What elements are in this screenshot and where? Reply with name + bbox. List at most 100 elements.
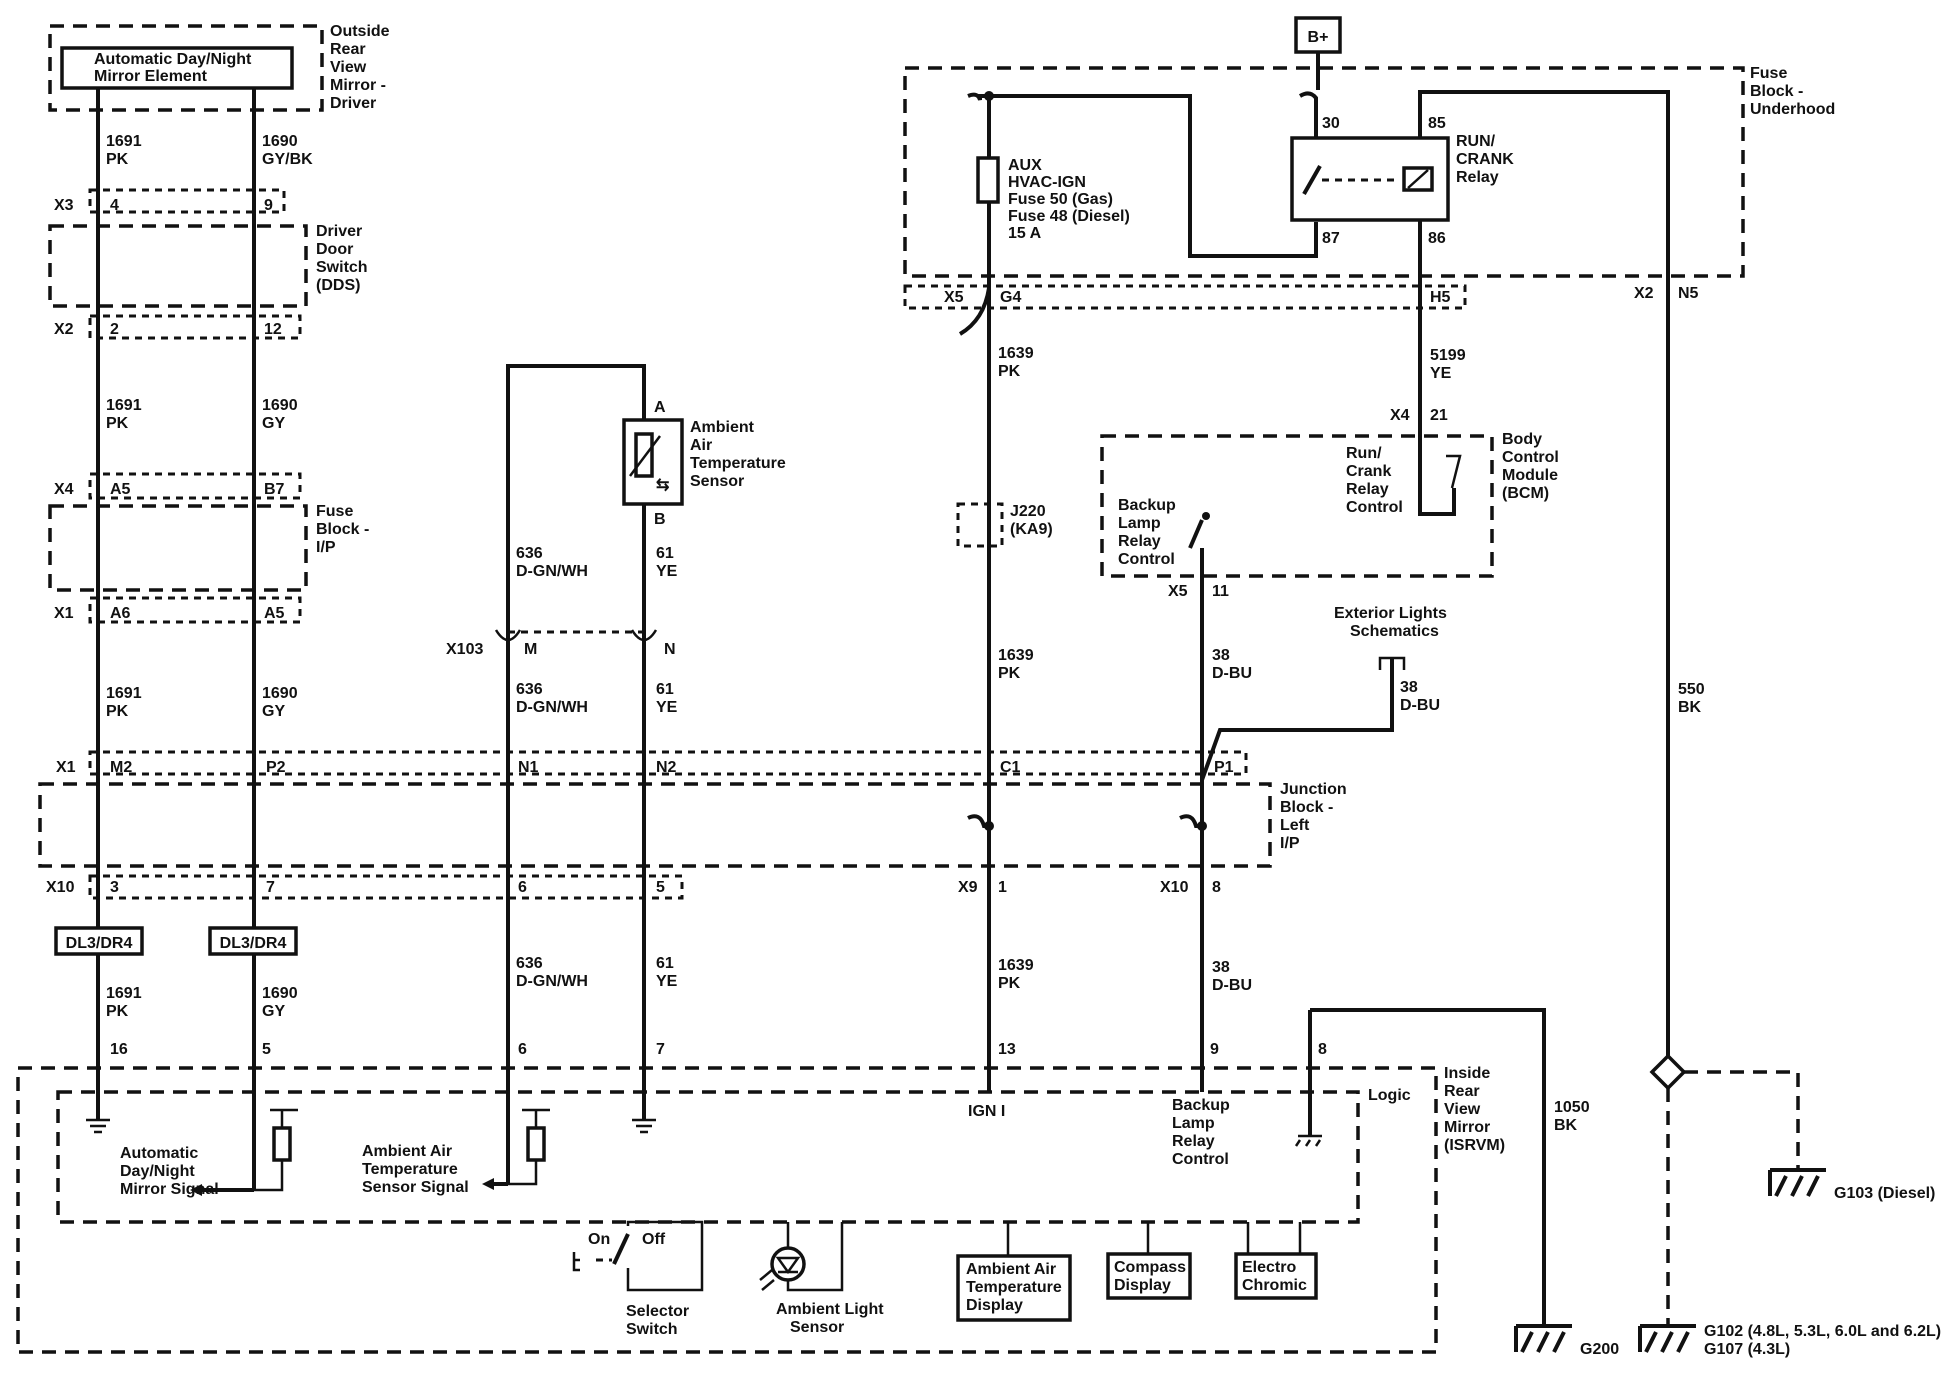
- svg-text:11: 11: [1212, 583, 1229, 600]
- svg-text:X3: X3: [54, 197, 74, 214]
- svg-text:X4: X4: [1390, 407, 1410, 424]
- svg-text:X9: X9: [958, 879, 978, 896]
- relay-pin-87: 87: [1322, 230, 1340, 247]
- pullup-resistor-icon: [272, 1126, 292, 1162]
- svg-text:Body Control Modul: Body Control Module (BCM): [1502, 431, 1563, 502]
- ground-g102-g107: G102 (4.8L, 5.3L, 6.0L and 6.2L)G107 (4.…: [1638, 1323, 1941, 1358]
- fuse-block-ip: Fuse Block - I/P: [48, 503, 374, 592]
- svg-text:X10: X10: [1160, 879, 1189, 896]
- connector-x3: X3 4 9: [54, 188, 286, 214]
- svg-text:DL3/DR4: DL3/DR4: [220, 935, 287, 952]
- svg-text:5: 5: [262, 1041, 271, 1058]
- svg-text:3: 3: [110, 879, 119, 896]
- mirror-element-box: [60, 46, 294, 90]
- svg-text:N2: N2: [656, 759, 677, 776]
- svg-text:C1: C1: [1000, 759, 1021, 776]
- svg-text:M: M: [524, 641, 537, 658]
- svg-text:X103: X103: [446, 641, 483, 658]
- svg-text:A6: A6: [110, 605, 131, 622]
- svg-text:X5: X5: [944, 289, 964, 306]
- power-source-b-plus: B+: [1294, 16, 1342, 90]
- svg-text:IGN I: IGN I: [968, 1103, 1005, 1120]
- ground-g200: G200: [1514, 1300, 1619, 1358]
- connector-x4: X4 A5 B7: [54, 472, 302, 500]
- svg-text:1: 1: [998, 879, 1007, 896]
- svg-text:9: 9: [264, 197, 273, 214]
- svg-text:X4: X4: [54, 481, 74, 498]
- svg-text:Backup Lamp Relay: Backup Lamp Relay Control: [1172, 1097, 1234, 1168]
- connector-x1: X1 A6 A5: [54, 596, 302, 624]
- junction-block-left-ip: X1 M2 P2 N1 N2 C1 P1 Junction Block - Le…: [38, 750, 1347, 900]
- svg-text:Ambient Air Temper: Ambient Air Temperature Sensor: [690, 419, 790, 490]
- svg-text:6: 6: [518, 1041, 527, 1058]
- fuse-block-underhood: Fuse Block - Underhood AUX HVAC-IGN Fuse…: [903, 65, 1835, 1072]
- svg-text:G4: G4: [1000, 289, 1021, 306]
- outside-mirror-driver: Automatic Day/Night Mirror Element Outsi…: [48, 23, 394, 112]
- svg-text:N5: N5: [1678, 285, 1699, 302]
- mirror-element-label: Automatic Day/Night Mirror Element: [94, 51, 256, 85]
- outside-mirror-label: Outside Rear View Mirror - Driver: [330, 23, 394, 112]
- svg-text:P1: P1: [1214, 759, 1234, 776]
- relay-pin-85: 85: [1428, 115, 1446, 132]
- svg-text:Automatic Day/Night: Automatic Day/Night Mirror Signal: [120, 1145, 219, 1198]
- svg-text:A5: A5: [264, 605, 285, 622]
- pullup-resistor-icon: [526, 1126, 546, 1162]
- compass-display: [1106, 1252, 1192, 1300]
- svg-text:H5: H5: [1430, 289, 1451, 306]
- svg-text:DL3/DR4: DL3/DR4: [66, 935, 133, 952]
- svg-text:N1: N1: [518, 759, 539, 776]
- svg-text:G200: G200: [1580, 1341, 1619, 1358]
- svg-text:A: A: [654, 399, 666, 416]
- inside-rear-view-mirror: Inside Rear View Mirror (ISRVM) Logic 16…: [16, 1008, 1590, 1354]
- svg-text:On: On: [588, 1231, 610, 1248]
- relay-pin-86: 86: [1428, 230, 1446, 247]
- svg-text:7: 7: [266, 879, 275, 896]
- svg-text:M2: M2: [110, 759, 132, 776]
- svg-text:38D-BU: 38D-BU: [1212, 647, 1252, 682]
- svg-text:P2: P2: [266, 759, 286, 776]
- svg-text:X10: X10: [46, 879, 75, 896]
- svg-text:Fuse Block - I/P: Fuse Block - I/P: [316, 503, 374, 556]
- ambient-temperature-display: [956, 1254, 1072, 1322]
- svg-text:5: 5: [656, 879, 665, 896]
- svg-text:G102 (4.8L, 5.3L, 6.0L and 6.2: G102 (4.8L, 5.3L, 6.0L and 6.2L)G107 (4.…: [1704, 1323, 1941, 1358]
- svg-text:X1: X1: [54, 605, 74, 622]
- svg-text:7: 7: [656, 1041, 665, 1058]
- svg-text:X1: X1: [56, 759, 76, 776]
- svg-text:38D-BU: 38D-BU: [1212, 959, 1252, 994]
- svg-text:21: 21: [1430, 407, 1448, 424]
- connector-x103: X103 M N: [446, 629, 676, 658]
- svg-text:Logic: Logic: [1368, 1087, 1411, 1104]
- svg-text:Ambient Air Temperature: Ambient Air Temperature Sensor Signal: [362, 1143, 469, 1196]
- connector-x2: X2 2 12: [54, 314, 302, 340]
- fuse-label: AUX HVAC-IGN Fuse 50 (Gas) Fuse 48 (Dies…: [1008, 157, 1134, 242]
- svg-text:8: 8: [1318, 1041, 1327, 1058]
- ground-g103: G103 (Diesel): [1768, 1168, 1935, 1202]
- fuse-block-underhood-label: Fuse Block - Underhood: [1750, 65, 1835, 118]
- driver-door-switch: Driver Door Switch (DDS): [48, 223, 368, 308]
- relay-label: RUN/ CRANK Relay: [1456, 133, 1518, 186]
